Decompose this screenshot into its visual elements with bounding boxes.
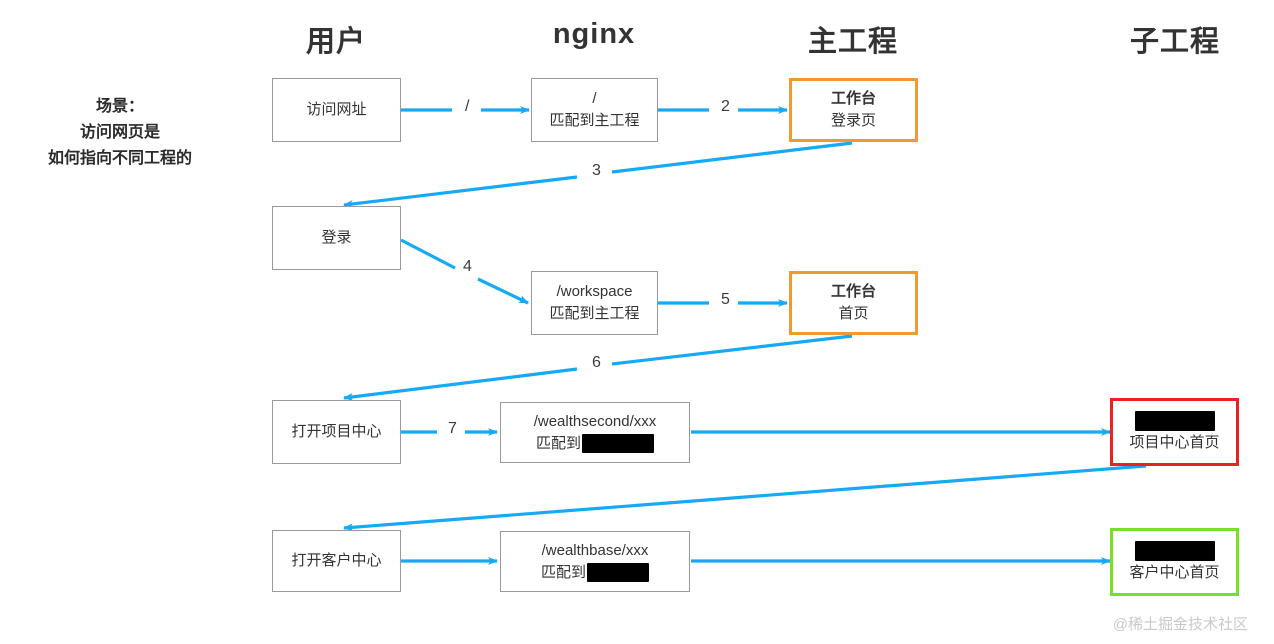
edge-label-6: 6 [587,354,606,372]
node-nginx-root-line2: 匹配到主工程 [549,112,640,129]
wire-4a [400,238,456,270]
watermark: @稀土掘金技术社区 [1112,616,1248,633]
node-workbench-login-line2: 登录页 [830,112,876,129]
node-nginx-wealthbase[interactable]: /wealthbase/xxx 匹配到 [500,531,690,592]
node-nginx-wealthsecond-line2-row: 匹配到 [536,433,654,455]
node-nginx-root[interactable]: / 匹配到主工程 [531,78,658,142]
scenario-caption: 场景： 访问网页是 如何指向不同工程的 [10,94,230,172]
wire-3b [343,175,578,208]
redaction-bar [1134,411,1215,432]
node-project-center-home-line2: 项目中心首页 [1129,434,1220,451]
node-nginx-wealthsecond[interactable]: /wealthsecond/xxx 匹配到 [500,402,690,463]
node-login-line1: 登录 [321,229,352,246]
node-open-customer-center-line1: 打开客户中心 [291,552,382,569]
node-nginx-workspace-line1: /workspace [556,283,633,300]
node-customer-center-home-line2: 客户中心首页 [1129,564,1220,581]
node-nginx-root-line1: / [592,90,597,107]
node-nginx-workspace-line2: 匹配到主工程 [549,305,640,322]
node-project-center-home[interactable]: 项目中心首页 [1110,398,1239,466]
node-customer-center-home[interactable]: 客户中心首页 [1110,528,1239,596]
column-header-sub-project: 子工程 [1129,26,1220,58]
wire-9 [343,464,1147,532]
node-nginx-wealthsecond-line2: 匹配到 [535,434,581,452]
node-customer-center-home-line1-row [1134,540,1215,562]
node-project-center-home-line1-row [1134,410,1215,432]
node-workbench-home[interactable]: 工作台 首页 [789,271,918,335]
edge-label-2: 2 [716,98,735,116]
node-workbench-login-line1: 工作台 [830,90,876,107]
edge-label-4: 4 [458,258,477,276]
node-nginx-wealthbase-line2-row: 匹配到 [541,562,649,584]
node-workbench-login[interactable]: 工作台 登录页 [789,78,918,142]
node-workbench-home-line1: 工作台 [830,283,876,300]
node-nginx-wealthsecond-line1: /wealthsecond/xxx [533,412,657,430]
column-header-user: 用户 [305,26,366,58]
edge-label-7: 7 [443,420,462,438]
node-open-customer-center[interactable]: 打开客户中心 [272,530,401,592]
redaction-bar [1134,541,1215,562]
scenario-line-3: 如何指向不同工程的 [47,150,192,167]
node-login[interactable]: 登录 [272,206,401,270]
node-nginx-workspace[interactable]: /workspace 匹配到主工程 [531,271,658,335]
node-visit-url-line1: 访问网址 [306,101,367,118]
node-open-project-center-line1: 打开项目中心 [291,423,382,440]
node-nginx-wealthbase-line2: 匹配到 [540,563,586,581]
redaction-bar [587,563,649,582]
redaction-bar [582,434,654,453]
edge-label-5: 5 [716,291,735,309]
wire-6a [611,334,853,366]
edge-label-3: 3 [587,162,606,180]
wire-4b [477,277,529,305]
column-header-main-project: 主工程 [807,26,898,58]
node-visit-url[interactable]: 访问网址 [272,78,401,142]
node-workbench-home-line2: 首页 [838,305,869,322]
node-nginx-wealthbase-line1: /wealthbase/xxx [541,541,649,559]
scenario-line-2: 访问网页是 [79,124,160,141]
node-open-project-center[interactable]: 打开项目中心 [272,400,401,464]
wire-3a [611,141,853,174]
column-header-nginx: nginx [552,18,636,50]
wire-6b [343,367,578,401]
edge-label-slash: / [460,98,475,116]
scenario-line-1: 场景： [95,98,144,115]
